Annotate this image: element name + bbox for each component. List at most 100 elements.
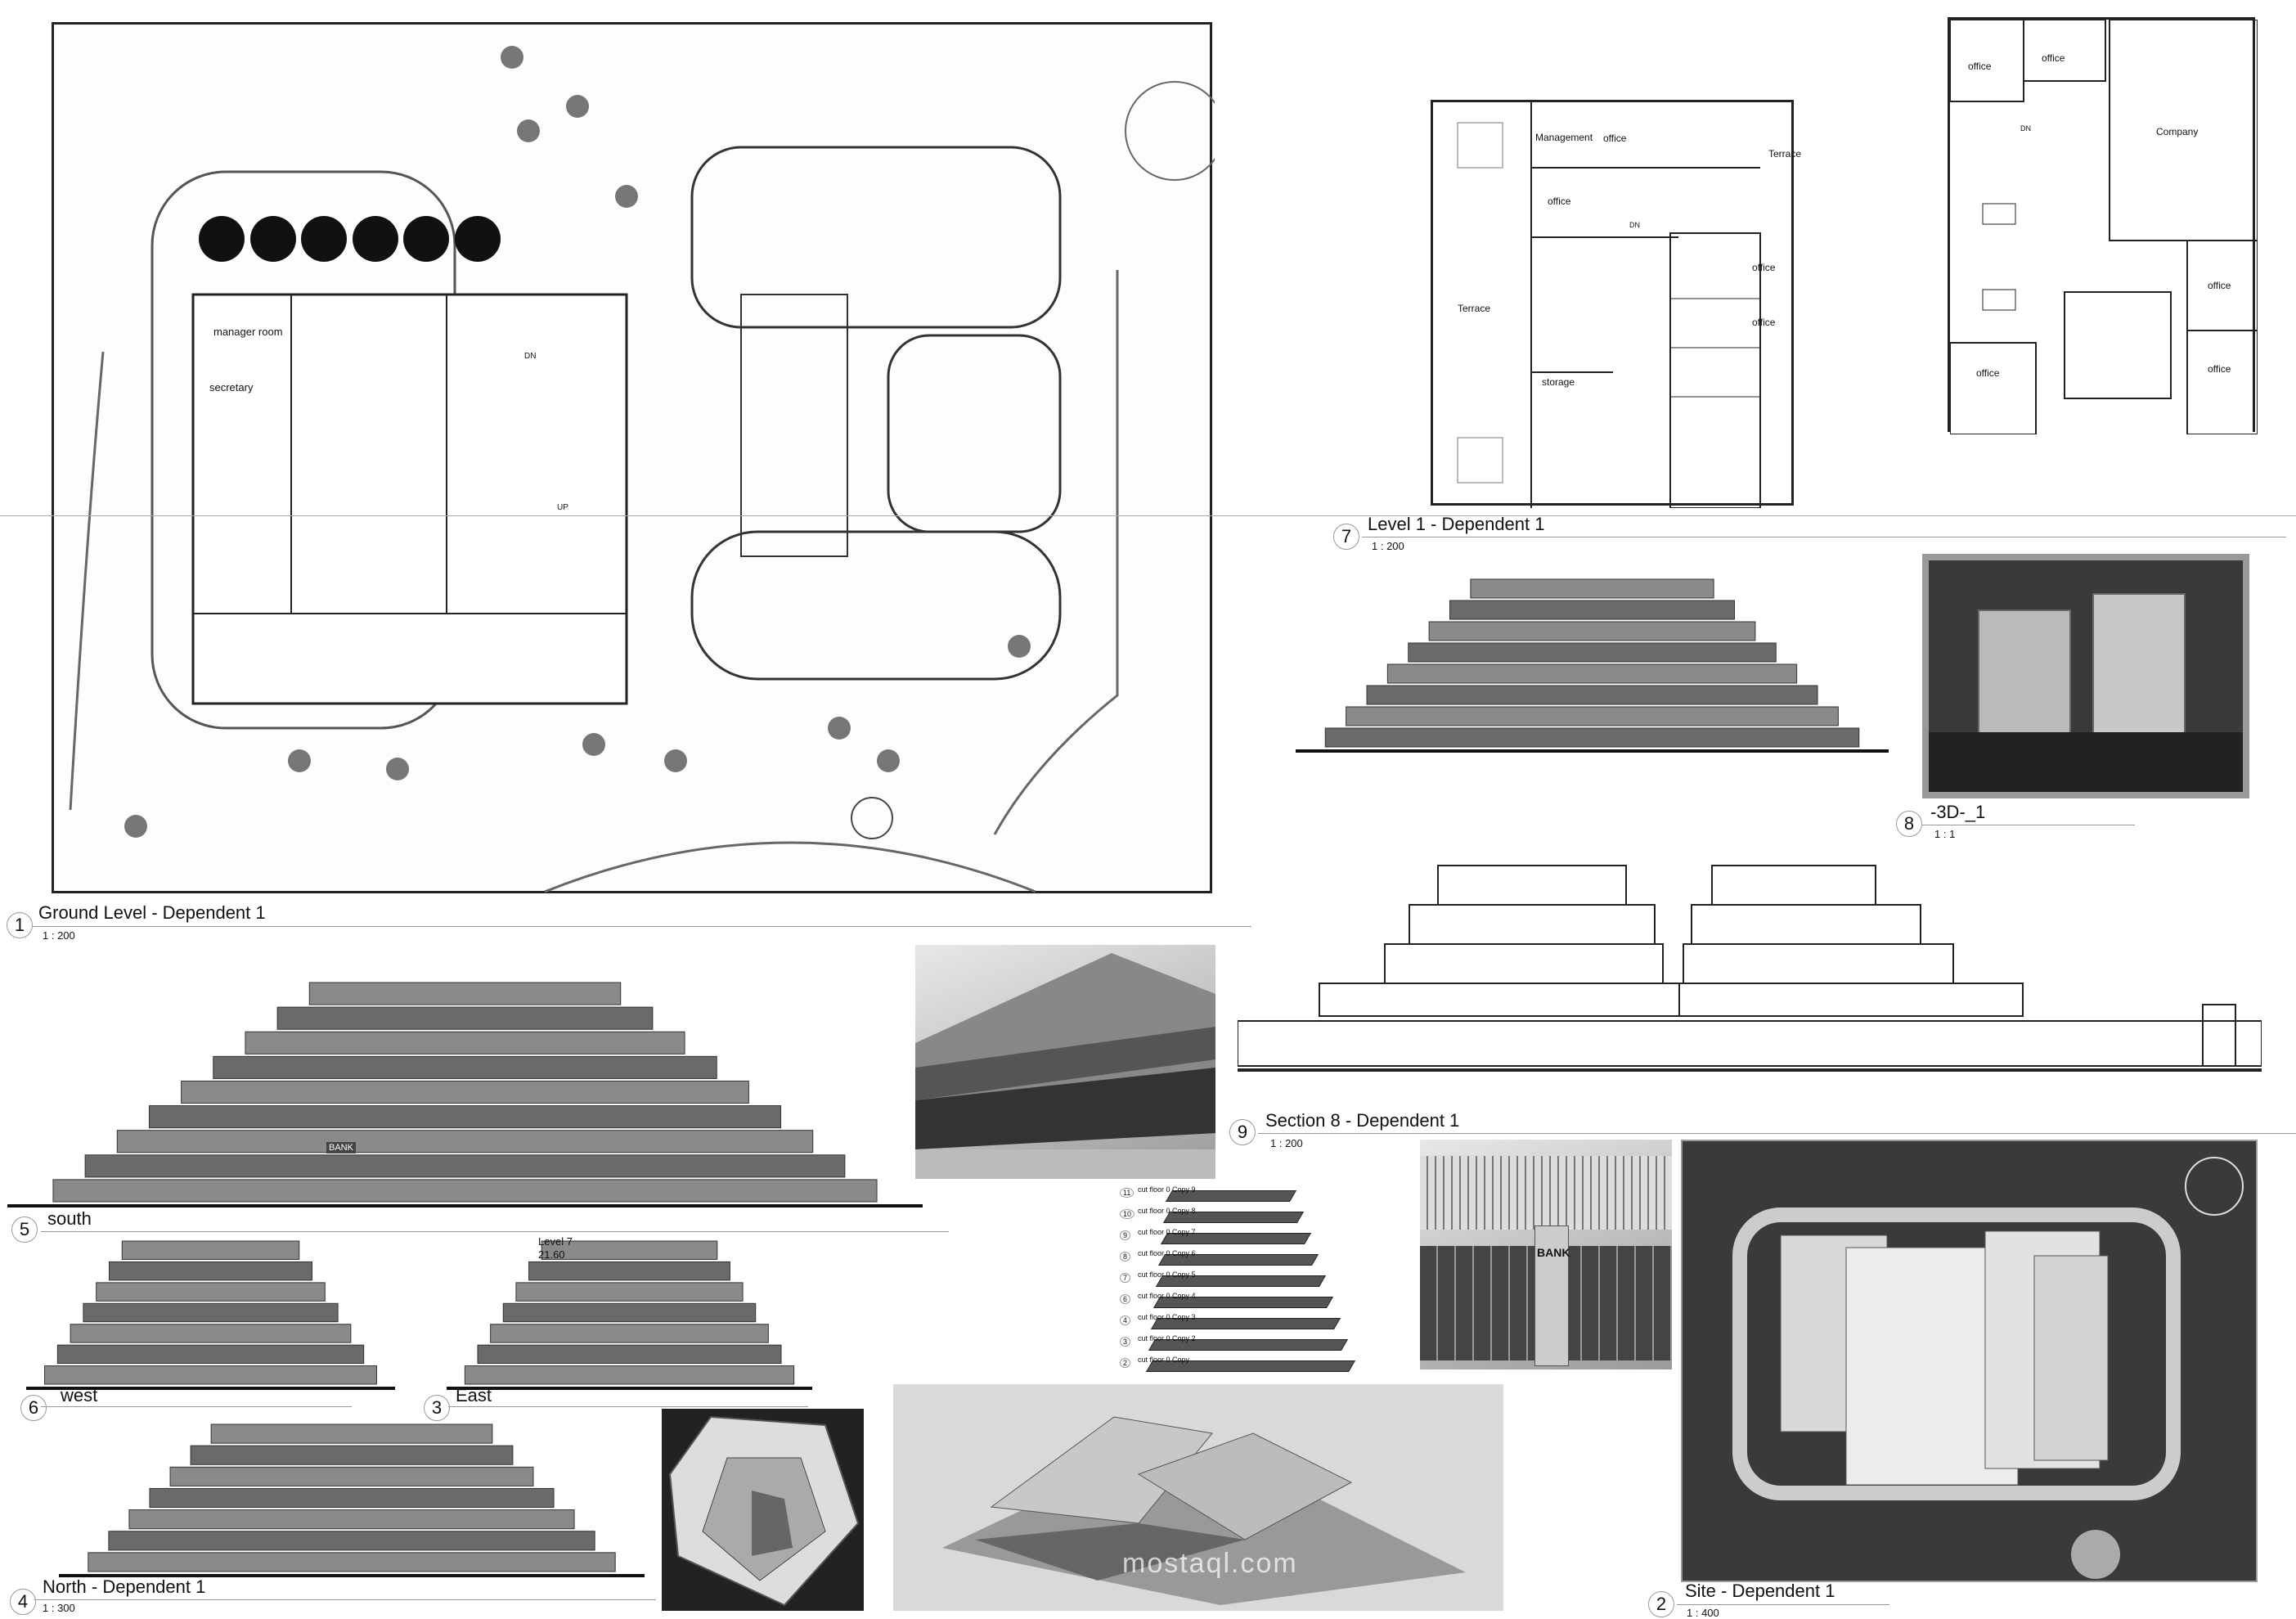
view-scale-ground: 1 : 200 bbox=[43, 929, 75, 942]
level-number: 7 bbox=[1120, 1273, 1131, 1283]
east-elevation-drawing bbox=[447, 1240, 812, 1390]
floor-slab bbox=[502, 1302, 757, 1323]
floor-slab bbox=[148, 1105, 782, 1129]
level-number: 10 bbox=[1120, 1209, 1135, 1219]
floor-slab bbox=[490, 1324, 769, 1343]
view-scale-section: 1 : 200 bbox=[1270, 1137, 1303, 1149]
view-number-site: 2 bbox=[1648, 1591, 1674, 1617]
view-number-north: 4 bbox=[10, 1589, 36, 1615]
level-number: 2 bbox=[1120, 1358, 1131, 1368]
west-elevation bbox=[26, 1237, 395, 1391]
room-label-office: office bbox=[1968, 61, 1992, 72]
floor-slab bbox=[116, 1130, 814, 1154]
ground-level-plan: manager room secretary UP DN bbox=[52, 22, 1215, 893]
room-label-manager: manager room bbox=[213, 326, 283, 338]
view-number-south: 5 bbox=[11, 1216, 38, 1243]
floor-slab bbox=[181, 1080, 749, 1104]
floor-slab bbox=[190, 1445, 514, 1465]
floor-slab bbox=[83, 1302, 339, 1323]
room-label-office: office bbox=[1548, 196, 1571, 207]
elevation-drawing bbox=[1296, 578, 1889, 753]
level-label: cut floor 0 Copy 3 bbox=[1138, 1313, 1196, 1321]
floor-slab bbox=[1428, 621, 1756, 641]
floor-slab bbox=[464, 1365, 795, 1385]
title-line bbox=[1258, 1133, 2296, 1134]
north-elevation bbox=[59, 1420, 645, 1578]
view-number-3d: 8 bbox=[1896, 811, 1922, 837]
section-drawing bbox=[1238, 849, 2262, 1099]
room-label-office: office bbox=[1976, 367, 2000, 379]
floor-slab bbox=[528, 1261, 730, 1281]
exploded-level: 7 cut floor 0 Copy 5 bbox=[1120, 1270, 1369, 1290]
title-line bbox=[33, 926, 1251, 927]
level-label: cut floor 0 Copy bbox=[1138, 1356, 1190, 1364]
floor-slab bbox=[149, 1487, 555, 1509]
level-label: cut floor 0 Copy 8 bbox=[1138, 1207, 1196, 1215]
floor-slab bbox=[56, 1344, 365, 1365]
floor-slab bbox=[1386, 663, 1798, 684]
floor-slab bbox=[245, 1031, 685, 1055]
room-label-management: Management bbox=[1535, 132, 1593, 143]
room-label-office: office bbox=[2208, 363, 2231, 375]
view-number-west: 6 bbox=[20, 1395, 47, 1421]
3d-view-render bbox=[1922, 554, 2249, 798]
view-title-level1: Level 1 - Dependent 1 bbox=[1368, 514, 1545, 534]
stair-down-label: DN bbox=[524, 352, 537, 361]
perspective-render bbox=[915, 945, 1215, 1179]
floor-slab bbox=[128, 1509, 575, 1530]
floor-slab bbox=[1470, 578, 1714, 599]
floor-slab bbox=[1346, 706, 1839, 726]
exploded-level: 8 cut floor 0 Copy 6 bbox=[1120, 1249, 1369, 1269]
level-marker-name: Level 7 bbox=[538, 1235, 573, 1248]
room-label-office: office bbox=[2208, 280, 2231, 291]
room-label-office: office bbox=[1752, 262, 1776, 273]
floor-slab bbox=[84, 1154, 846, 1178]
aerial-render: mostaql.com bbox=[893, 1384, 1503, 1611]
view-title-east: East bbox=[456, 1385, 492, 1405]
floor-slab bbox=[477, 1344, 782, 1365]
west-elevation-drawing bbox=[26, 1240, 395, 1390]
section-lines bbox=[1238, 865, 2262, 1072]
north-elevation-drawing bbox=[59, 1423, 645, 1577]
east-elevation: Level 7 21.60 bbox=[447, 1235, 812, 1391]
exploded-level: 2 cut floor 0 Copy bbox=[1120, 1356, 1369, 1375]
site-plan bbox=[1681, 1140, 2258, 1582]
view-title-site: Site - Dependent 1 bbox=[1685, 1581, 1835, 1601]
south-elevation-drawing bbox=[7, 982, 923, 1208]
floor-slab bbox=[515, 1282, 744, 1302]
bank-sign: BANK bbox=[1537, 1246, 1570, 1259]
level-number: 11 bbox=[1120, 1188, 1135, 1198]
level-label: cut floor 0 Copy 5 bbox=[1138, 1270, 1196, 1279]
floor-slab bbox=[210, 1423, 493, 1444]
view-number-section: 9 bbox=[1229, 1119, 1256, 1145]
floor-slab bbox=[1324, 727, 1860, 748]
floor-slab bbox=[1449, 600, 1735, 620]
upper-level-plan: office office Company office office offi… bbox=[1948, 17, 2258, 434]
twisted-form-render bbox=[662, 1409, 864, 1611]
room-label-company: Company bbox=[2156, 126, 2199, 137]
level-number: 3 bbox=[1120, 1337, 1131, 1347]
level-label: cut floor 0 Copy 6 bbox=[1138, 1249, 1196, 1257]
floor-slab bbox=[96, 1282, 326, 1302]
title-line bbox=[41, 1231, 949, 1232]
elevation-top bbox=[1296, 575, 1889, 753]
room-label-office: office bbox=[1603, 133, 1627, 144]
floor-slab bbox=[108, 1261, 313, 1281]
view-title-section: Section 8 - Dependent 1 bbox=[1265, 1110, 1460, 1131]
level-number: 8 bbox=[1120, 1252, 1131, 1261]
watermark: mostaql.com bbox=[1122, 1548, 1298, 1579]
level-marker-value: 21.60 bbox=[538, 1248, 565, 1261]
view-number-level1: 7 bbox=[1333, 524, 1359, 550]
title-line bbox=[34, 1599, 656, 1600]
floor-slab bbox=[1366, 685, 1818, 705]
stair-down-label: DN bbox=[1629, 221, 1640, 229]
view-number-ground: 1 bbox=[7, 912, 33, 938]
bank-closeup-render: BANK bbox=[1420, 1140, 1672, 1369]
level-number: 9 bbox=[1120, 1230, 1131, 1240]
